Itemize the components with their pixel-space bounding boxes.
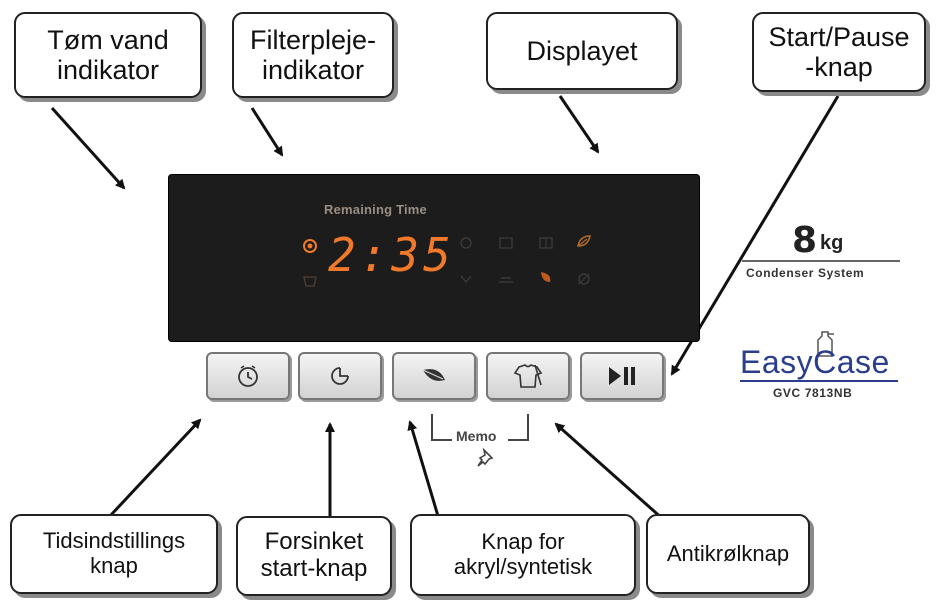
easycase-logo: EasyCase [740,344,890,380]
callout-text: Forsinket [264,528,364,556]
memo-bracket [431,414,529,441]
callout-text: Displayet [526,35,638,66]
program-icon-5 [460,275,472,284]
capacity-number: 8 [792,220,818,261]
leaf-icon [422,369,445,381]
start-pause-button[interactable] [580,352,664,400]
model-number: GVC 7813NB [773,386,853,400]
callout-text: Filterpleje- [249,24,377,55]
anti-crease-button[interactable] [486,352,570,400]
callout-start-pause: Start/Pause -knap [752,12,926,92]
callout-acrylic: Knap for akryl/syntetisk [410,514,636,596]
pin-icon [477,447,494,467]
callout-display: Displayet [486,12,678,90]
arrow-display [558,95,600,154]
logo-underline [740,380,898,382]
time-setting-button[interactable] [206,352,290,400]
acrylic-indicator-icon [541,272,551,282]
play-pause-icon [609,367,635,385]
callout-text: akryl/syntetisk [453,554,593,579]
program-icon-6 [499,277,513,283]
arrow-acrylic [407,420,440,517]
callout-text: Tøm vand [47,24,169,55]
callout-text: start-knap [260,555,368,582]
delay-start-button[interactable] [298,352,382,400]
program-icon-1 [460,237,472,249]
callout-text: indikator [56,55,160,85]
callout-anti-crease: Antikrølknap [646,514,810,594]
clock-icon [238,365,258,387]
callout-text: Tidsindstillings [42,528,186,554]
callout-text: Knap for [481,529,565,555]
program-icon-2 [499,237,513,249]
leaf-indicator-icon [577,235,591,247]
callout-delay-start: Forsinket start-knap [236,516,392,596]
arrow-anti-crease [554,422,665,522]
acrylic-button[interactable] [392,352,476,400]
callout-drain-indicator: Tøm vand indikator [14,12,202,98]
callout-time-setting: Tidsindstillings knap [10,514,218,594]
callout-text: Start/Pause [768,21,910,52]
drain-indicator-icon [303,276,317,287]
display-panel: Remaining Time 2:35 [168,174,700,342]
shirt-icon [513,364,543,388]
program-icon-8 [578,273,590,285]
callout-filter-indicator: Filterpleje- indikator [232,12,394,98]
program-icon-3 [539,237,553,249]
filter-indicator-icon [303,239,317,253]
callout-text: Antikrølknap [666,540,790,566]
callout-text: -knap [805,52,873,82]
delay-clock-icon [331,367,349,385]
callout-text: knap [90,553,138,578]
arrow-filter [250,107,284,157]
callout-text: indikator [261,55,365,85]
bottle-logo-icon [817,331,834,357]
time-display: 2:35 [328,228,455,282]
capacity-divider [742,260,900,262]
capacity-subtitle: Condenser System [746,266,865,280]
arrow-time-setting [108,418,202,518]
memo-label: Memo [456,428,497,444]
remaining-time-label: Remaining Time [324,202,427,217]
arrow-drain [50,106,126,190]
capacity-unit: kg [820,232,844,254]
